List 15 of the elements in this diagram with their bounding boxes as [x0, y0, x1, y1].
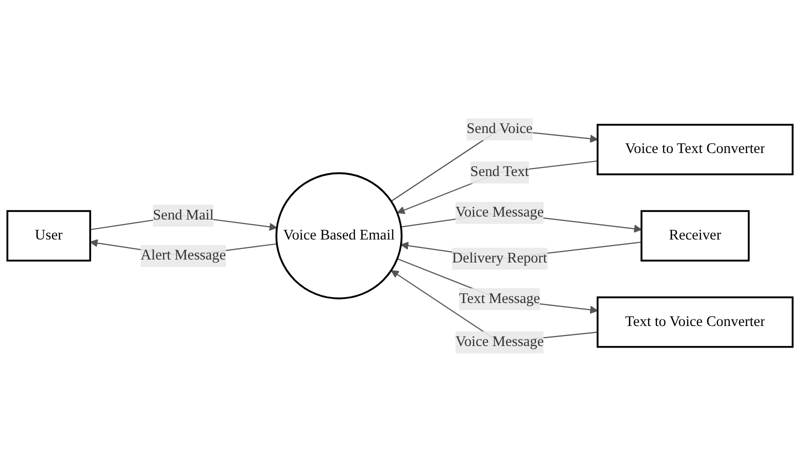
arrow	[396, 160, 598, 214]
edge-label: Send Mail	[152, 208, 214, 224]
edge-label: Voice Message	[455, 334, 544, 350]
edge-label: Alert Message	[140, 248, 226, 264]
edge-label: Send Voice	[466, 121, 533, 137]
node-box: Voice to Text Converter	[596, 124, 794, 176]
node-box: Text to Voice Converter	[596, 296, 794, 348]
edge-label: Send Text	[470, 164, 529, 180]
node-box: Receiver	[640, 210, 750, 262]
node-box: User	[6, 210, 92, 262]
edge-label: Voice Message	[455, 204, 544, 220]
edge-label: Text Message	[459, 291, 540, 307]
node-circle: Voice Based Email	[275, 172, 403, 300]
edge-label: Delivery Report	[452, 250, 548, 266]
arrow	[397, 258, 598, 314]
